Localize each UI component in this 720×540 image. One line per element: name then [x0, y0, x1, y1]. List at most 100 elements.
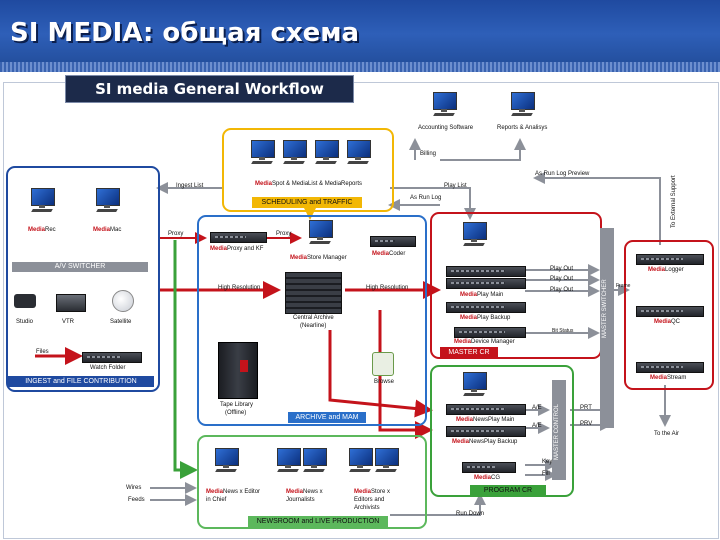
logger-server — [636, 254, 704, 265]
run-down-label: Run Down — [456, 511, 485, 517]
sched-label: MediaSpot & MediaList & MediaReports — [255, 180, 362, 188]
cg-suffix: CG — [491, 475, 501, 481]
stream-suffix: Stream — [667, 375, 687, 381]
central-archive-storage-icon — [285, 272, 342, 314]
browse-icon — [372, 352, 394, 376]
bit-status-label: Bit Status — [552, 328, 574, 334]
arrow-to-program — [328, 330, 433, 418]
news-journalists-brand: Media — [286, 489, 304, 495]
qc-suffix: QC — [671, 319, 681, 325]
program-switcher-label: MASTER CONTROL — [554, 403, 560, 460]
high-res-left-label: High Resolution — [218, 285, 261, 291]
frame-label: Frame — [616, 283, 631, 289]
store-manager-label: MediaStore Manager — [290, 254, 347, 262]
cg-label: MediaCG — [474, 474, 500, 482]
news-editor-label: MediaNews x Editor in Chief — [206, 488, 264, 504]
store-manager-suffix: Store Manager — [307, 255, 347, 261]
accounting-label: Accounting Software — [418, 125, 474, 131]
coder-label: MediaCoder — [372, 250, 405, 258]
play-backup-label: MediaPlay Backup — [460, 314, 510, 322]
newsplay-main-suffix: NewsPlay Main — [473, 417, 515, 423]
av-switcher: A/V SWITCHER — [12, 262, 148, 272]
device-manager-suffix: Device Manager — [471, 339, 515, 345]
zone-scheduling — [222, 128, 394, 212]
arrow-as-run-preview — [533, 172, 661, 245]
store-editors-pc-1-icon — [348, 448, 373, 474]
zone-monitoring — [624, 240, 714, 390]
stream-label: MediaStream — [650, 374, 686, 382]
high-res-right-label: High Resolution — [366, 285, 409, 291]
zone-program-cr-title: PROGRAM CR — [470, 485, 546, 496]
coder-brand: Media — [372, 251, 390, 257]
files-label: Files — [36, 349, 49, 355]
device-manager-label: MediaDevice Manager — [454, 338, 515, 346]
sched-brand: Media — [255, 181, 273, 187]
logger-label: MediaLogger — [648, 266, 684, 274]
news-journalists-pc-2-icon — [302, 448, 327, 474]
sched-suffix: Spot & MediaList & MediaReports — [272, 181, 363, 187]
arrow-playlist — [390, 187, 476, 220]
newsplay-backup-brand: Media — [452, 439, 470, 445]
rec-label: MediaRec — [28, 226, 56, 234]
qc-label: MediaQC — [654, 318, 680, 326]
news-journalists-label: MediaNews x Journalists — [286, 488, 334, 504]
zone-ingest — [6, 166, 160, 392]
store-editors-label: MediaStore x Editors and Archivists — [354, 488, 410, 512]
master-switcher-label: MASTER SWITCHER — [602, 279, 608, 338]
reports-label: Reports & Analisys — [497, 125, 548, 131]
offline-label: (Offline) — [225, 410, 247, 416]
newsplay-main-brand: Media — [456, 417, 474, 423]
play-main-server-2 — [446, 278, 526, 289]
nearline-label: (Nearline) — [300, 323, 327, 329]
newsplay-main-server — [446, 404, 526, 415]
rec-pc-icon — [30, 188, 55, 214]
play-out-2-label: Play Out — [550, 276, 574, 282]
play-main-label: MediaPlay Main — [460, 291, 503, 299]
key-label: Key — [542, 459, 553, 465]
sched-pc-4-icon — [346, 140, 371, 166]
satellite-dish-icon — [112, 290, 134, 312]
cg-server — [462, 462, 516, 473]
wires-label: Wires — [126, 485, 142, 491]
to-external-support-label: To External Support — [671, 175, 677, 228]
device-manager-brand: Media — [454, 339, 472, 345]
playlist-label: Play List — [444, 183, 467, 189]
master-switcher: MASTER SWITCHER — [600, 228, 614, 428]
cg-brand: Media — [474, 475, 492, 481]
news-journalists-pc-1-icon — [276, 448, 301, 474]
newsplay-main-label: MediaNewsPlay Main — [456, 416, 514, 424]
zone-archive-title: ARCHIVE and MAM — [288, 412, 366, 423]
store-editors-suffix: Store x Editors and Archivists — [354, 489, 391, 511]
news-editor-suffix: News x Editor in Chief — [206, 489, 261, 503]
play-out-3-label: Play Out — [550, 287, 574, 293]
device-manager-server — [454, 327, 526, 338]
zone-scheduling-title: SCHEDULING and TRAFFIC — [252, 197, 362, 208]
pgm-label: PRT — [580, 405, 592, 411]
arrow-archive-loop — [173, 240, 198, 479]
accounting-pc-icon — [432, 92, 457, 118]
zone-ingest-title: INGEST and FILE CONTRIBUTION — [8, 376, 154, 387]
vtr-deck-icon — [56, 294, 86, 312]
play-out-1-label: Play Out — [550, 266, 574, 272]
rec-suffix: Rec — [45, 227, 56, 233]
ae-1-label: A/E — [532, 405, 542, 411]
proxy-kf-server — [210, 232, 267, 243]
store-editors-pc-2-icon — [374, 448, 399, 474]
studio-label: Studio — [16, 319, 34, 325]
proxy-kf-suffix: Proxy and KF — [227, 246, 264, 252]
store-manager-pc-icon — [308, 220, 333, 246]
newsplay-backup-suffix: NewsPlay Backup — [469, 439, 518, 445]
prv-label: PRV — [580, 421, 593, 427]
qc-server — [636, 306, 704, 317]
proxy-in-label: Proxy — [168, 231, 184, 237]
to-air-label: To the Air — [654, 431, 680, 437]
zone-archive — [197, 215, 427, 426]
program-switcher: MASTER CONTROL — [552, 380, 566, 480]
mac-suffix: Mac — [110, 227, 122, 233]
ae-2-label: A/E — [532, 423, 542, 429]
satellite-label: Satellite — [110, 319, 132, 325]
sched-pc-2-icon — [282, 140, 307, 166]
as-run-log-label: As Run Log — [410, 195, 442, 201]
play-main-server-1 — [446, 266, 526, 277]
